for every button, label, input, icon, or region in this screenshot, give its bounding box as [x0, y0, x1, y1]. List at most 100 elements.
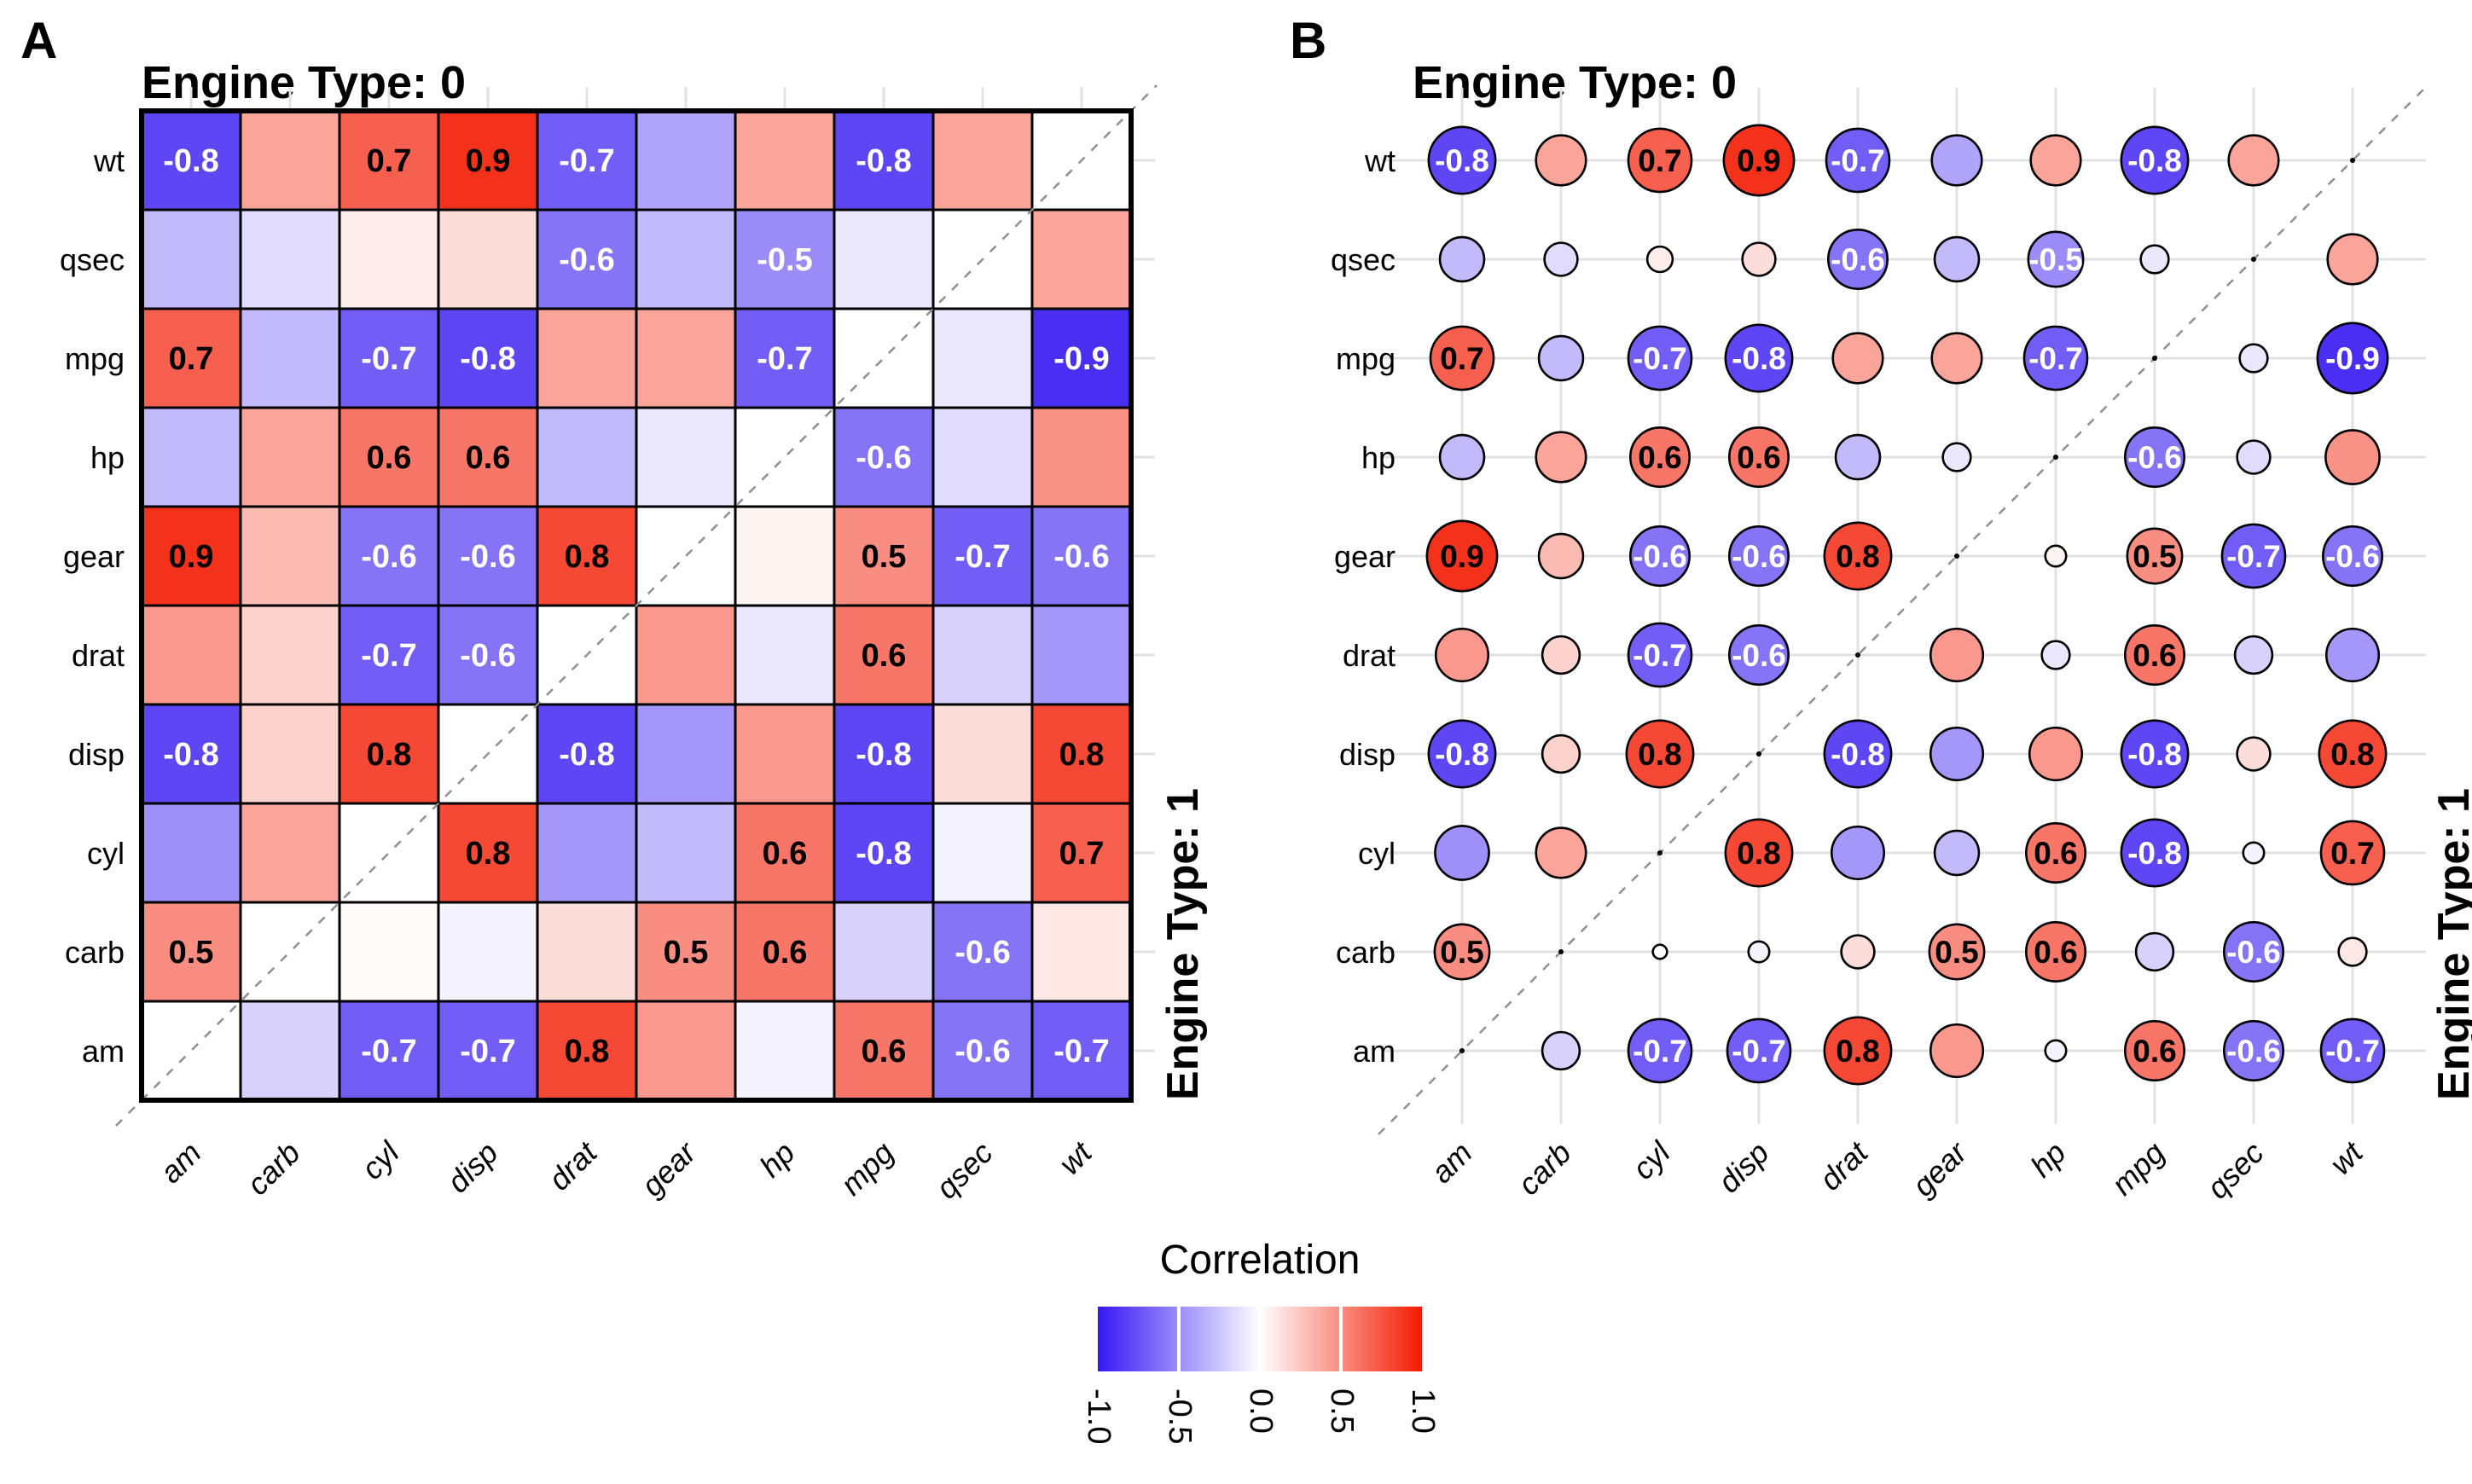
corr-cell-cyl-am [140, 802, 242, 904]
corr-circle-gear-cyl [1629, 525, 1691, 587]
corr-cell-label: -0.6 [856, 440, 911, 476]
corr-circle-drat-disp [1728, 624, 1790, 686]
diagonal-dot [1855, 652, 1860, 658]
x-axis-label-hp: hp [752, 1135, 801, 1184]
y-axis-label-cyl: cyl [1358, 836, 1396, 871]
corr-circle-qsec-hp [2027, 230, 2085, 288]
corr-cell-label: -0.6 [460, 638, 515, 674]
corr-cell-carb-wt [1030, 901, 1133, 1003]
legend-tick-label: -0.5 [1162, 1388, 1198, 1445]
corr-circle-wt-mpg [2120, 125, 2190, 195]
corr-circle-label: 0.6 [1737, 440, 1780, 475]
corr-circle-label: -0.7 [2325, 1034, 2380, 1069]
corr-circle-carb-wt [2337, 936, 2368, 967]
x-axis-label-carb: carb [1511, 1135, 1578, 1203]
corr-cell-label: 0.6 [862, 1034, 907, 1070]
diagonal-dot [1954, 554, 1959, 559]
corr-circle-gear-drat [1823, 521, 1893, 591]
corr-cell-label: -0.8 [460, 341, 515, 377]
corr-circle-hp-disp [1728, 426, 1790, 488]
corr-circle-am-carb [1541, 1030, 1581, 1071]
corr-circle-disp-carb [1541, 733, 1581, 774]
corr-circle-disp-qsec [2236, 736, 2272, 772]
panel-a-tag: A [20, 12, 58, 69]
corr-circle-am-mpg [2124, 1020, 2185, 1081]
corr-circle-label: -0.7 [1633, 638, 1687, 673]
corr-cell-label: 0.6 [466, 440, 511, 476]
y-axis-label-am: am [82, 1034, 125, 1069]
corr-circle-hp-am [1438, 433, 1486, 481]
corr-circle-label: -0.8 [2127, 143, 2182, 178]
corr-cell-disp-hp [734, 703, 836, 805]
y-axis-label-wt: wt [1364, 143, 1396, 178]
diagonal-dot [1756, 751, 1761, 756]
corr-cell-label: -0.5 [757, 242, 812, 278]
panel-a-cells [140, 109, 1133, 1102]
corr-circle-am-hp [2044, 1039, 2068, 1063]
corr-cell-label: 0.8 [565, 1034, 610, 1070]
corr-circle-qsec-drat [1827, 229, 1889, 290]
corr-cell-mpg-disp [437, 307, 539, 409]
legend-tickmark [1339, 1307, 1343, 1371]
corr-circle-drat-qsec [2233, 635, 2274, 675]
corr-circle-carb-qsec [2223, 921, 2284, 983]
corr-cell-hp-wt [1030, 406, 1133, 508]
corr-circle-drat-carb [1541, 635, 1581, 675]
corr-cell-hp-gear [635, 406, 737, 508]
corr-cell-label: 0.6 [862, 638, 907, 674]
corr-cell-gear-carb [239, 505, 341, 607]
x-axis-label-mpg: mpg [2104, 1135, 2172, 1203]
x-axis-label-am: am [1424, 1135, 1478, 1190]
corr-cell-wt-gear [635, 109, 737, 212]
corr-circle-label: -0.8 [1732, 341, 1786, 376]
corr-cell-label: 0.8 [367, 737, 412, 773]
corr-circle-am-disp [1726, 1017, 1792, 1084]
diagonal-dashed-line [115, 84, 1158, 1127]
corr-cell-qsec-wt [1030, 208, 1133, 310]
corr-circle-label: -0.8 [1831, 737, 1885, 772]
diagonal-dot [2152, 356, 2157, 361]
corr-cell-mpg-drat [536, 307, 638, 409]
corr-circle-label: -0.7 [1633, 1034, 1687, 1069]
corr-circle-mpg-hp [2022, 325, 2089, 391]
legend-tick-label: -1.0 [1081, 1388, 1117, 1445]
y-axis-label-wt: wt [93, 143, 125, 178]
corr-cell-gear-drat [536, 505, 638, 607]
x-axis-label-carb: carb [240, 1135, 307, 1203]
y-axis-label-cyl: cyl [87, 836, 125, 871]
panel-a-decorations [115, 84, 1158, 1127]
corr-cell-qsec-cyl [338, 208, 440, 310]
corr-circle-label: -0.6 [2226, 1034, 2281, 1069]
legend-tick-label: 0.0 [1243, 1388, 1279, 1434]
corr-cell-label: -0.8 [856, 836, 911, 872]
corr-cell-hp-qsec [931, 406, 1034, 508]
corr-circle-label: -0.7 [1633, 341, 1687, 376]
corr-cell-wt-hp [734, 109, 836, 212]
corr-cell-am-carb [239, 1000, 341, 1102]
corr-cell-wt-carb [239, 109, 341, 212]
corr-circle-am-qsec [2223, 1020, 2284, 1081]
corr-circle-carb-mpg [2134, 931, 2175, 972]
corr-circle-mpg-carb [1537, 334, 1585, 382]
corr-cell-label: -0.6 [361, 539, 416, 575]
corr-cell-qsec-hp [734, 208, 836, 310]
corr-circle-disp-wt [2318, 719, 2388, 789]
diagonal-dot [2350, 158, 2355, 163]
corr-cell-am-cyl [338, 1000, 440, 1102]
corr-cell-disp-qsec [931, 703, 1034, 805]
panel-a-title: Engine Type: 0 [142, 57, 467, 108]
corr-circle-label: -0.9 [2325, 341, 2380, 376]
x-axis-label-qsec: qsec [929, 1135, 1000, 1206]
x-axis-label-hp: hp [2023, 1135, 2072, 1184]
corr-cell-label: -0.7 [757, 341, 812, 377]
corr-circle-label: -0.6 [1831, 242, 1885, 277]
corr-cell-wt-disp [437, 109, 539, 212]
panel-b-tag: B [1290, 12, 1327, 69]
corr-cell-label: -0.8 [856, 143, 911, 179]
corr-cell-qsec-mpg [833, 208, 935, 310]
corr-cell-mpg-am [140, 307, 242, 409]
corr-cell-hp-disp [437, 406, 539, 508]
corr-circle-cyl-drat [1830, 825, 1886, 881]
